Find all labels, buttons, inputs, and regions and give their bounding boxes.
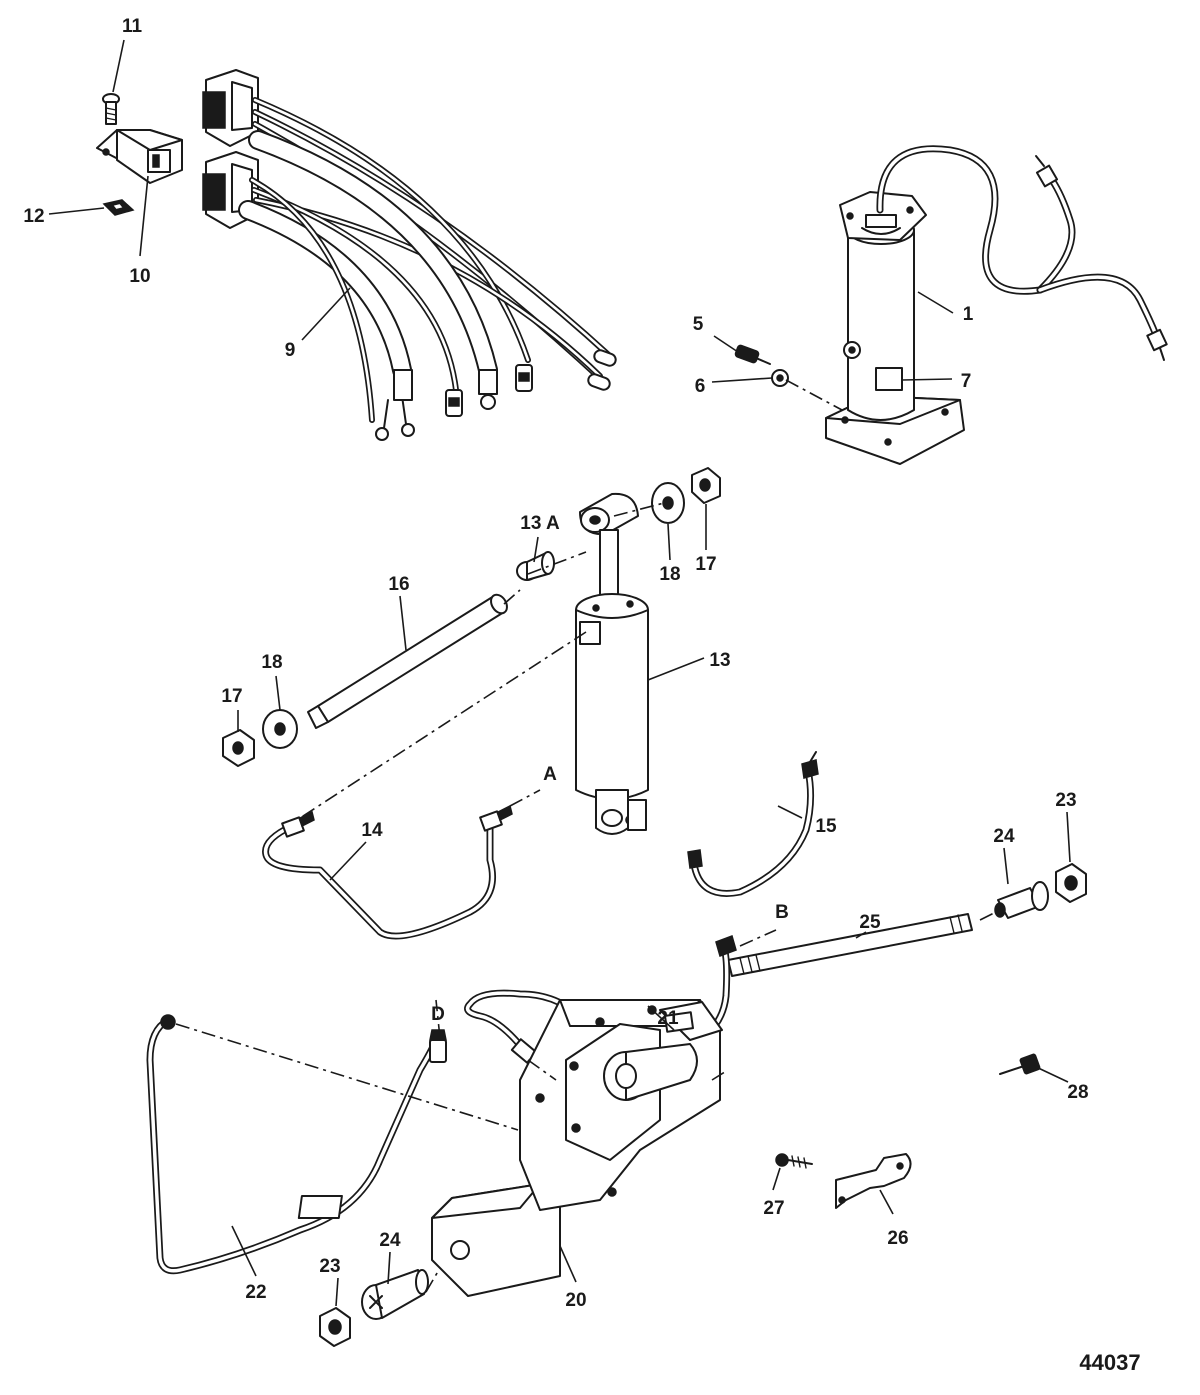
label-7: 7 [961, 371, 972, 392]
part-13-cylinder [575, 492, 649, 835]
label-10: 10 [129, 266, 150, 287]
part-17-nut-top [691, 467, 721, 504]
ring-terminal-right [478, 369, 498, 410]
label-22: 22 [245, 1282, 266, 1303]
label-16: 16 [388, 574, 409, 595]
label-24-right: 24 [993, 826, 1015, 847]
label-9: 9 [285, 340, 296, 361]
part-16-pivot-pin [307, 593, 508, 729]
part-22-hydraulic-line [146, 1014, 447, 1275]
label-28: 28 [1067, 1082, 1088, 1103]
part-26-clamp [835, 1153, 912, 1209]
label-1: 1 [963, 304, 974, 325]
part-18-washer-bottom [262, 709, 298, 749]
callout-labels: 11 12 10 9 1 5 6 7 13 A 18 17 16 13 18 1… [23, 16, 1140, 1375]
part-10-relay [96, 129, 183, 184]
barrel-terminal-1 [445, 389, 463, 417]
label-18-bottom: 18 [261, 652, 282, 673]
part-9-wiring-harness [202, 69, 617, 441]
ring-terminal-left [375, 369, 415, 441]
part-23-nut-right [1055, 863, 1087, 903]
label-23-bottom: 23 [319, 1256, 340, 1277]
barrel-terminal-2 [515, 364, 533, 392]
part-17-nut-bottom [222, 729, 255, 767]
part-1-pump-motor [825, 145, 1168, 465]
part-24-bushing-bottom [361, 1269, 429, 1320]
part-28-screw [999, 1053, 1041, 1075]
part-7-decal [875, 367, 903, 391]
part-6-washer [771, 369, 789, 387]
label-12: 12 [23, 206, 44, 227]
label-20: 20 [565, 1290, 586, 1311]
label-21: 21 [657, 1008, 679, 1029]
label-27: 27 [763, 1198, 784, 1219]
part-18-washer-top [651, 482, 685, 524]
part-25-shaft [727, 913, 973, 977]
bullet-terminals [587, 349, 617, 391]
part-24-bushing-right [994, 881, 1049, 919]
part-13a-bushing [516, 551, 555, 581]
label-24-bottom: 24 [379, 1230, 401, 1251]
part-20-valve-block [297, 999, 723, 1297]
part-12-clip [102, 199, 135, 216]
label-6: 6 [695, 376, 706, 397]
label-23-right: 23 [1055, 790, 1076, 811]
connection-a: A [543, 764, 557, 785]
label-18-top: 18 [659, 564, 680, 585]
label-5: 5 [693, 314, 704, 335]
label-13: 13 [709, 650, 730, 671]
part-11-screw [102, 93, 120, 125]
label-11: 11 [122, 16, 143, 37]
part-5-screw [734, 344, 771, 365]
drawing-number: 44037 [1079, 1350, 1140, 1375]
part-23-nut-bottom [319, 1307, 351, 1347]
leader-lines [48, 39, 1071, 1307]
assembly-lines [175, 379, 997, 1293]
part-27-screw [775, 1153, 813, 1169]
label-17-top: 17 [695, 554, 716, 575]
label-15: 15 [815, 816, 837, 837]
label-14: 14 [361, 820, 383, 841]
part-14-hydraulic-line [262, 804, 513, 940]
label-17-bottom: 17 [221, 686, 242, 707]
label-26: 26 [887, 1228, 908, 1249]
part-15-hydraulic-line [687, 751, 819, 897]
connection-b: B [775, 902, 789, 923]
connection-d: D [431, 1004, 445, 1025]
label-25: 25 [859, 912, 881, 933]
label-13a: 13 A [520, 513, 560, 534]
